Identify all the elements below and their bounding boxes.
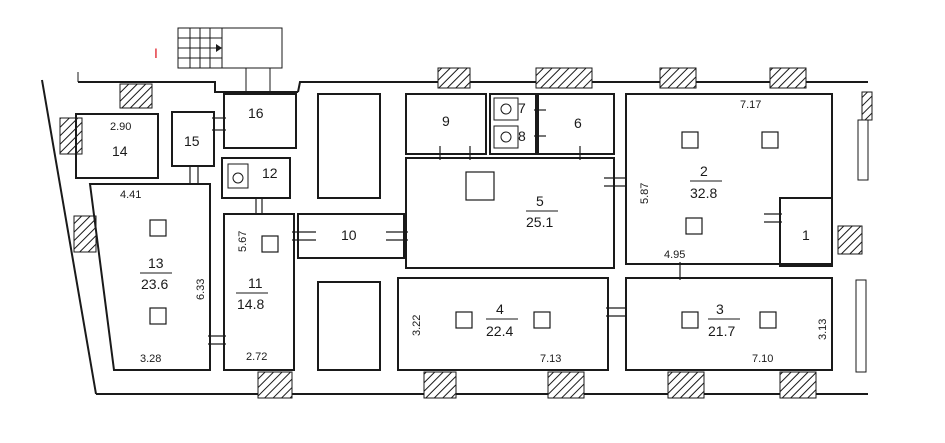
stairs	[177, 27, 283, 92]
room-7-number: 7	[518, 100, 526, 116]
room-13-number: 13	[148, 255, 164, 271]
window-hatches	[59, 67, 873, 399]
room-2-number: 2	[700, 163, 708, 179]
room-10-number: 10	[341, 227, 357, 243]
dimension-label: 5.87	[639, 183, 651, 204]
room-8-number: 8	[518, 128, 526, 144]
room-4-area: 22.4	[486, 323, 513, 339]
dimension-label: 3.28	[140, 353, 161, 365]
doors	[189, 109, 782, 345]
room-1-number: 1	[802, 227, 810, 243]
room-16-number: 16	[248, 105, 264, 121]
dimension-label: 7.17	[740, 99, 761, 111]
dimension-label: 3.13	[817, 319, 829, 340]
dimension-label: 3.22	[411, 315, 423, 336]
room-11-area: 14.8	[237, 296, 264, 312]
room-3-number: 3	[716, 301, 724, 317]
dimension-label: 2.90	[110, 121, 131, 133]
dimension-label: 6.33	[195, 279, 207, 300]
room-13-area: 23.6	[141, 276, 168, 292]
dimension-label: 4.41	[120, 189, 141, 201]
toilet-fixtures	[227, 97, 519, 189]
room-walls	[75, 93, 869, 373]
dimension-label: 7.10	[752, 353, 773, 365]
dimension-label: 7.13	[540, 353, 561, 365]
room-5-number: 5	[536, 193, 544, 209]
room-15-number: 15	[184, 133, 200, 149]
dimension-label: 5.67	[237, 231, 249, 252]
dimension-label: 4.95	[664, 249, 685, 261]
room-14-number: 14	[112, 143, 128, 159]
room-5-area: 25.1	[526, 214, 553, 230]
room-4-number: 4	[496, 301, 504, 317]
columns	[149, 131, 779, 329]
room-3-area: 21.7	[708, 323, 735, 339]
room-9-number: 9	[442, 113, 450, 129]
room-6-number: 6	[574, 115, 582, 131]
room-12-number: 12	[262, 165, 278, 181]
room-2-area: 32.8	[690, 185, 717, 201]
room-11-number: 11	[248, 275, 263, 291]
section-marker: I	[154, 45, 158, 61]
dimension-label: 2.72	[246, 351, 267, 363]
